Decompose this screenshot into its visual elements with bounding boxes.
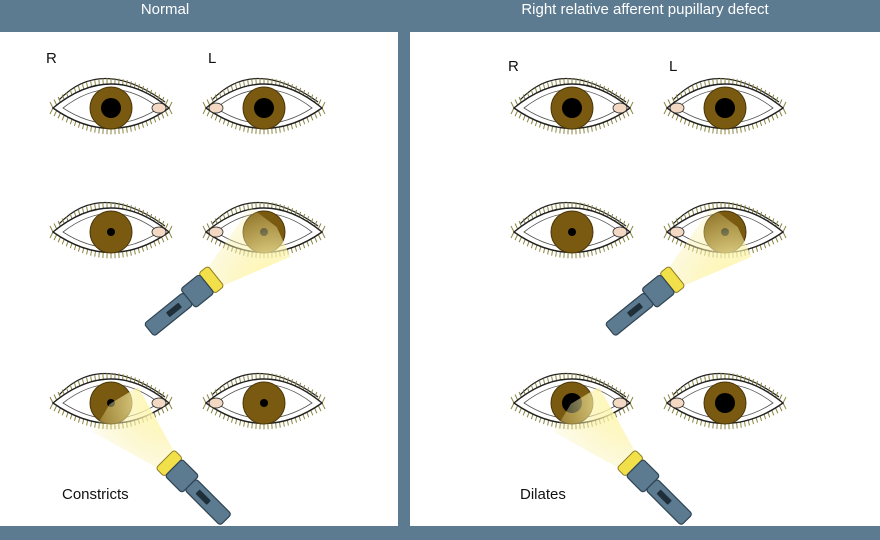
caruncle xyxy=(151,226,167,238)
eye-left-p1-r0 xyxy=(663,77,787,135)
pupil xyxy=(568,228,576,236)
eye-right-p1-r1 xyxy=(510,201,634,259)
eye-right-p1-r0 xyxy=(510,77,634,135)
light-beam xyxy=(208,207,291,286)
eye-left-p0-r0 xyxy=(202,77,326,135)
caruncle xyxy=(612,226,628,238)
caruncle xyxy=(669,226,685,238)
eye-label-left-rapd: L xyxy=(669,58,678,75)
pupil xyxy=(562,98,582,118)
caruncle xyxy=(151,102,167,114)
pupil xyxy=(715,98,735,118)
flashlight-left-p1 xyxy=(605,207,752,336)
caption-constricts: Constricts xyxy=(62,486,129,503)
light-beam xyxy=(669,207,752,286)
caruncle xyxy=(612,397,628,409)
caption-dilates: Dilates xyxy=(520,486,566,503)
pupil xyxy=(254,98,274,118)
torch-switch xyxy=(656,489,672,505)
eye-left-p0-r2 xyxy=(202,372,326,430)
torch-switch xyxy=(627,302,643,317)
flashlight-right-p1 xyxy=(553,386,692,525)
caruncle xyxy=(208,397,224,409)
panel-title-normal: Normal xyxy=(140,1,190,18)
caruncle xyxy=(612,102,628,114)
caruncle xyxy=(208,226,224,238)
panel-rapd xyxy=(410,32,880,526)
caruncle xyxy=(208,102,224,114)
flashlight-right-p0 xyxy=(92,386,231,525)
eye-label-right-rapd: R xyxy=(508,58,519,75)
panel-title-rapd: Right relative afferent pupillary defect xyxy=(521,1,769,18)
caruncle xyxy=(669,397,685,409)
light-beam xyxy=(92,386,174,468)
torch-switch xyxy=(195,489,211,505)
eye-right-p0-r0 xyxy=(49,77,173,135)
flashlight-left-p0 xyxy=(144,207,291,336)
eye-label-left-normal: L xyxy=(208,50,217,67)
caruncle xyxy=(669,102,685,114)
pupil xyxy=(715,393,735,413)
light-beam xyxy=(553,386,635,468)
pupil xyxy=(101,98,121,118)
pupil xyxy=(260,399,268,407)
eye-label-right-normal: R xyxy=(46,50,57,67)
eye-right-p0-r1 xyxy=(49,201,173,259)
torch-switch xyxy=(166,302,182,317)
pupil xyxy=(107,228,115,236)
caruncle xyxy=(151,397,167,409)
eye-left-p1-r2 xyxy=(663,372,787,430)
